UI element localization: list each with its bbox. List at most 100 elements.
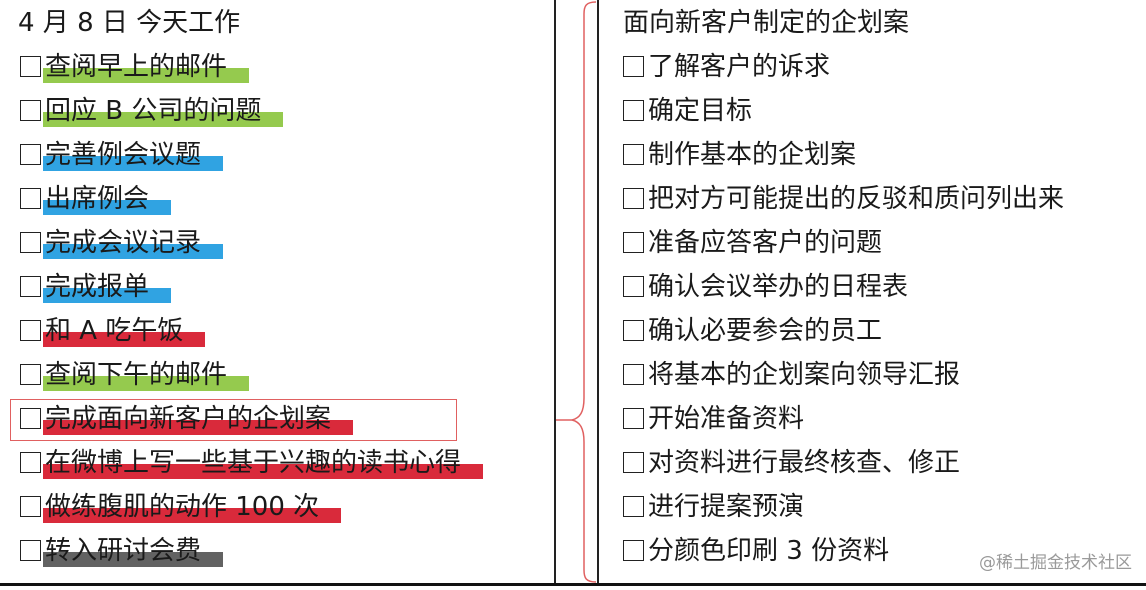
subtask-item[interactable]: 制作基本的企划案 bbox=[623, 140, 856, 170]
highlight-mark bbox=[43, 156, 224, 171]
subtask-item[interactable]: 把对方可能提出的反驳和质问列出来 bbox=[623, 184, 1064, 214]
task-text: 出席例会 bbox=[43, 184, 172, 215]
task-label: 完善例会议题 bbox=[45, 140, 202, 170]
subtask-label: 把对方可能提出的反驳和质问列出来 bbox=[648, 184, 1065, 214]
checkbox[interactable] bbox=[20, 144, 41, 165]
selected-task-frame bbox=[10, 399, 457, 441]
checkbox[interactable] bbox=[623, 144, 644, 165]
checkbox[interactable] bbox=[623, 408, 644, 429]
checkbox[interactable] bbox=[20, 540, 41, 561]
plan-panel: 面向新客户制定的企划案 了解客户的诉求确定目标制作基本的企划案把对方可能提出的反… bbox=[597, 0, 1146, 584]
checkbox[interactable] bbox=[20, 364, 41, 385]
task-item[interactable]: 完成会议记录 bbox=[20, 228, 224, 272]
subtask-item[interactable]: 分颜色印刷 3 份资料 bbox=[623, 536, 889, 566]
checkbox[interactable] bbox=[623, 100, 644, 121]
highlight-mark bbox=[43, 200, 172, 215]
task-label: 完成面向新客户的企划案 bbox=[45, 404, 332, 434]
task-label: 做练腹肌的动作 100 次 bbox=[45, 492, 320, 522]
subtask-item[interactable]: 对资料进行最终核查、修正 bbox=[623, 448, 960, 478]
expand-brace-icon bbox=[556, 1, 597, 583]
checkbox[interactable] bbox=[623, 188, 644, 209]
task-text: 回应 B 公司的问题 bbox=[43, 96, 284, 127]
checkbox[interactable] bbox=[623, 452, 644, 473]
task-item[interactable]: 查阅下午的邮件 bbox=[20, 360, 250, 404]
checkbox[interactable] bbox=[623, 496, 644, 517]
subtask-item[interactable]: 开始准备资料 bbox=[623, 404, 804, 434]
baseline-divider bbox=[0, 583, 1146, 586]
task-text: 完成面向新客户的企划案 bbox=[43, 404, 354, 435]
checkbox[interactable] bbox=[20, 452, 41, 473]
subtask-item[interactable]: 将基本的企划案向领导汇报 bbox=[623, 360, 960, 390]
task-item[interactable]: 出席例会 bbox=[20, 184, 172, 228]
subtask-label: 确认必要参会的员工 bbox=[648, 316, 883, 346]
task-label: 查阅早上的邮件 bbox=[45, 52, 228, 82]
task-text: 在微博上写一些基于兴趣的读书心得 bbox=[43, 448, 484, 479]
task-item[interactable]: 做练腹肌的动作 100 次 bbox=[20, 492, 342, 536]
subtask-label: 确定目标 bbox=[648, 96, 753, 126]
checkbox[interactable] bbox=[623, 320, 644, 341]
checkbox[interactable] bbox=[20, 232, 41, 253]
brace-path bbox=[571, 1, 597, 583]
task-item[interactable]: 转入研讨会费 bbox=[20, 536, 224, 580]
task-text: 完善例会议题 bbox=[43, 140, 224, 171]
highlight-mark bbox=[43, 376, 250, 391]
checkbox[interactable] bbox=[20, 188, 41, 209]
task-text: 查阅早上的邮件 bbox=[43, 52, 250, 83]
task-text: 做练腹肌的动作 100 次 bbox=[43, 492, 342, 523]
subtask-item[interactable]: 确认会议举办的日程表 bbox=[623, 272, 908, 302]
highlight-mark bbox=[43, 552, 224, 567]
highlight-mark bbox=[43, 420, 354, 435]
task-item[interactable]: 完善例会议题 bbox=[20, 140, 224, 184]
checkbox[interactable] bbox=[623, 276, 644, 297]
task-text: 完成会议记录 bbox=[43, 228, 224, 259]
subtask-label: 确认会议举办的日程表 bbox=[648, 272, 909, 302]
highlight-mark bbox=[43, 112, 284, 127]
todo-panel: 4 月 8 日 今天工作 查阅早上的邮件回应 B 公司的问题完善例会议题出席例会… bbox=[0, 0, 556, 584]
subtask-item[interactable]: 准备应答客户的问题 bbox=[623, 228, 882, 258]
checkbox[interactable] bbox=[20, 276, 41, 297]
subtask-label: 分颜色印刷 3 份资料 bbox=[648, 536, 890, 566]
subtask-label: 准备应答客户的问题 bbox=[648, 228, 883, 258]
checkbox[interactable] bbox=[623, 56, 644, 77]
subtask-item[interactable]: 了解客户的诉求 bbox=[623, 52, 830, 82]
checkbox[interactable] bbox=[20, 100, 41, 121]
task-label: 在微博上写一些基于兴趣的读书心得 bbox=[45, 448, 462, 478]
task-text: 查阅下午的邮件 bbox=[43, 360, 250, 391]
checkbox[interactable] bbox=[623, 364, 644, 385]
task-label: 和 A 吃午饭 bbox=[45, 316, 184, 346]
subtask-label: 将基本的企划案向领导汇报 bbox=[648, 360, 961, 390]
todo-title: 4 月 8 日 今天工作 bbox=[18, 8, 241, 38]
checkbox[interactable] bbox=[623, 540, 644, 561]
highlight-mark bbox=[43, 464, 484, 479]
task-item[interactable]: 和 A 吃午饭 bbox=[20, 316, 206, 360]
task-label: 回应 B 公司的问题 bbox=[45, 96, 262, 126]
highlight-mark bbox=[43, 68, 250, 83]
highlight-mark bbox=[43, 244, 224, 259]
task-item[interactable]: 查阅早上的邮件 bbox=[20, 52, 250, 96]
subtask-item[interactable]: 确定目标 bbox=[623, 96, 752, 126]
task-item[interactable]: 完成面向新客户的企划案 bbox=[20, 404, 354, 448]
task-label: 完成会议记录 bbox=[45, 228, 202, 258]
subtask-label: 制作基本的企划案 bbox=[648, 140, 857, 170]
task-item[interactable]: 完成报单 bbox=[20, 272, 172, 316]
task-label: 完成报单 bbox=[45, 272, 150, 302]
subtask-label: 了解客户的诉求 bbox=[648, 52, 831, 82]
checkbox[interactable] bbox=[20, 408, 41, 429]
highlight-mark bbox=[43, 288, 172, 303]
subtask-label: 对资料进行最终核查、修正 bbox=[648, 448, 961, 478]
checkbox[interactable] bbox=[623, 232, 644, 253]
task-item[interactable]: 在微博上写一些基于兴趣的读书心得 bbox=[20, 448, 484, 492]
task-text: 和 A 吃午饭 bbox=[43, 316, 206, 347]
task-item[interactable]: 回应 B 公司的问题 bbox=[20, 96, 284, 140]
subtask-label: 开始准备资料 bbox=[648, 404, 805, 434]
task-text: 转入研讨会费 bbox=[43, 536, 224, 567]
task-text: 完成报单 bbox=[43, 272, 172, 303]
subtask-item[interactable]: 确认必要参会的员工 bbox=[623, 316, 882, 346]
checkbox[interactable] bbox=[20, 496, 41, 517]
task-label: 转入研讨会费 bbox=[45, 536, 202, 566]
subtask-item[interactable]: 进行提案预演 bbox=[623, 492, 804, 522]
checkbox[interactable] bbox=[20, 320, 41, 341]
watermark: @稀土掘金技术社区 bbox=[979, 553, 1132, 573]
checkbox[interactable] bbox=[20, 56, 41, 77]
highlight-mark bbox=[43, 508, 342, 523]
